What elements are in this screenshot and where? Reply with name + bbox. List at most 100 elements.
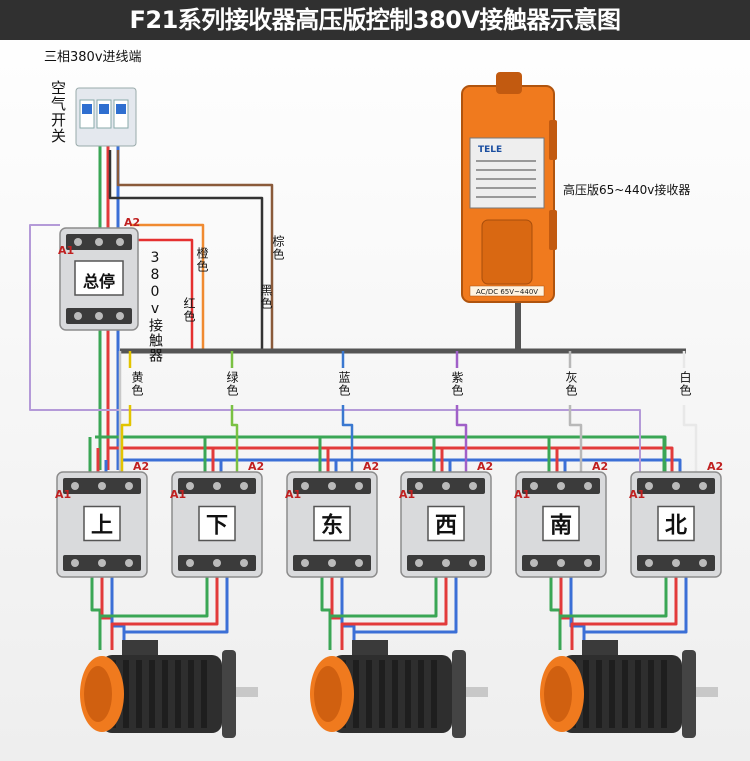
motor-feeder-red — [340, 575, 448, 650]
breaker-lever — [116, 104, 126, 114]
a2-label: A2 — [707, 460, 723, 473]
wire-label-blue: 蓝色 — [337, 371, 351, 397]
terminal-screw — [328, 559, 336, 567]
terminal-screw — [71, 482, 79, 490]
motor-fin — [635, 660, 641, 728]
motor-fin — [149, 660, 155, 728]
wire-label-green: 绿色 — [225, 371, 239, 397]
terminal-screw — [699, 482, 707, 490]
plate-line — [476, 178, 536, 180]
a1-label: A1 — [58, 244, 74, 257]
terminal-screw — [301, 482, 309, 490]
contactor-name-box — [74, 260, 124, 296]
a2-label: A2 — [248, 460, 264, 473]
terminal-screw — [469, 559, 477, 567]
terminal-screw — [328, 482, 336, 490]
terminal-screw — [584, 482, 592, 490]
contactor-name-box — [83, 505, 121, 542]
contactor-name: 下 — [206, 514, 228, 539]
terminal-screw — [74, 312, 82, 320]
motor-fin — [609, 660, 615, 728]
breaker-label: 空气开关 — [49, 80, 67, 144]
contactor-name: 东 — [321, 513, 343, 539]
motor-fin — [418, 660, 424, 728]
motor-fin — [596, 660, 602, 728]
motor-flange — [452, 650, 466, 738]
page-title: F21系列接收器高压版控制380V接触器示意图 — [0, 0, 750, 40]
receiver-brand: TELE — [478, 145, 502, 155]
motor-fin — [622, 660, 628, 728]
a1-label: A1 — [285, 488, 301, 501]
motor-fin — [201, 660, 207, 728]
motor-fin — [188, 660, 194, 728]
terminal-screw — [469, 482, 477, 490]
terminal-screw — [672, 482, 680, 490]
wire-label-white: 白色 — [678, 371, 692, 397]
terminal-screw — [95, 238, 103, 246]
direction-wire — [341, 405, 354, 480]
terminal-screw — [355, 559, 363, 567]
main-contactor-type-label: 380v接触器 — [147, 250, 163, 363]
motor-feeder-blue — [110, 575, 126, 650]
terminal-screw — [530, 482, 538, 490]
a2-label: A2 — [477, 460, 493, 473]
terminal-screw — [240, 482, 248, 490]
terminal-screw — [125, 559, 133, 567]
receiver-voltage-text: AC/DC 65V~440V — [476, 288, 538, 296]
receiver-latch — [549, 120, 557, 160]
terminal-screw — [557, 559, 565, 567]
contactor-name: 总停 — [83, 272, 115, 291]
a1-label: A1 — [514, 488, 530, 501]
contactor-name: 上 — [91, 514, 113, 539]
air-breaker — [75, 87, 137, 147]
motor-3 — [540, 640, 718, 738]
wire-label-brown: 棕色 — [271, 235, 285, 261]
motor-fin — [431, 660, 437, 728]
motor-fin — [661, 660, 667, 728]
contactor-name-box — [198, 505, 236, 542]
motor-fan-grille — [84, 666, 112, 722]
motor-fin — [366, 660, 372, 728]
wire-label-gray: 灰色 — [564, 371, 578, 397]
wire-lavender — [29, 224, 641, 490]
motor-feeder-blue — [122, 575, 229, 650]
motor-shaft — [466, 687, 488, 697]
motor-fan-grille — [314, 666, 342, 722]
terminal-screw — [186, 559, 194, 567]
terminal-screw — [116, 312, 124, 320]
breaker-lever — [82, 104, 92, 114]
motor-feeder-green — [328, 575, 438, 650]
receiver-latch — [549, 210, 557, 250]
terminal-screw — [355, 482, 363, 490]
wire-red — [130, 238, 194, 350]
motor-fin — [583, 660, 589, 728]
terminal-screw — [442, 559, 450, 567]
terminal-screw — [557, 482, 565, 490]
motor-feeder-blue — [352, 575, 458, 650]
motor-fin — [392, 660, 398, 728]
contactor-name-box — [657, 505, 695, 542]
terminal-screw — [186, 482, 194, 490]
motor-1 — [80, 640, 258, 738]
motor-flange — [222, 650, 236, 738]
terminal-screw — [301, 559, 309, 567]
receiver-label: 高压版65~440v接收器 — [563, 183, 691, 197]
receiver-voltage-strip — [469, 285, 545, 297]
terminal-screw — [98, 559, 106, 567]
a1-label: A1 — [55, 488, 71, 501]
motor-flange — [682, 650, 696, 738]
receiver-cover — [481, 219, 533, 285]
direction-wire — [455, 405, 468, 480]
terminal-screw — [71, 559, 79, 567]
motor-feeder-red — [570, 575, 678, 650]
wire-label-yellow: 黄色 — [130, 371, 144, 397]
terminal-screw — [98, 482, 106, 490]
motor-fin — [123, 660, 129, 728]
motor-feeder-green — [98, 575, 209, 650]
